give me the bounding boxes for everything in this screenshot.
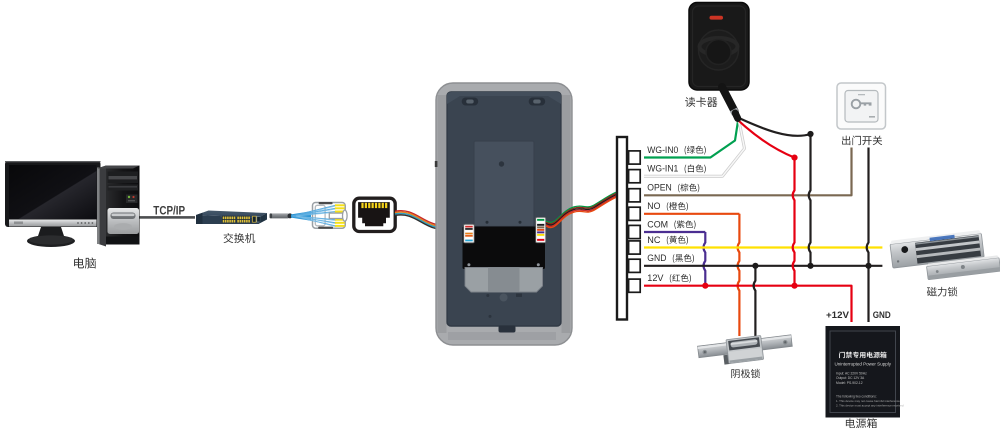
- svg-text:The following two conditions:: The following two conditions:: [836, 395, 877, 399]
- svg-text:Uninterrupted Power Supply: Uninterrupted Power Supply: [835, 362, 892, 368]
- svg-text:WG-IN0: WG-IN0: [647, 145, 678, 155]
- svg-text:NO: NO: [647, 201, 660, 211]
- svg-text:Model: PS-902-12: Model: PS-902-12: [836, 381, 863, 385]
- svg-text:12V: 12V: [647, 273, 663, 283]
- svg-text:NC: NC: [647, 235, 661, 245]
- svg-text:Output: DC 12V 3A: Output: DC 12V 3A: [836, 376, 865, 380]
- svg-text:GND: GND: [647, 253, 666, 263]
- svg-text:GND: GND: [873, 310, 891, 321]
- svg-text:OPEN: OPEN: [647, 183, 672, 193]
- svg-text:2. This device must accept any: 2. This device must accept any interfere…: [836, 404, 904, 408]
- svg-text:TCP/IP: TCP/IP: [153, 205, 185, 217]
- svg-text:WG-IN1: WG-IN1: [647, 164, 678, 174]
- svg-text:Input: AC 220V 50Hz: Input: AC 220V 50Hz: [836, 371, 867, 375]
- svg-text:COM: COM: [647, 219, 668, 229]
- svg-text:+12V: +12V: [826, 310, 850, 321]
- svg-text:1. This device may not cause h: 1. This device may not cause harmful int…: [836, 399, 900, 403]
